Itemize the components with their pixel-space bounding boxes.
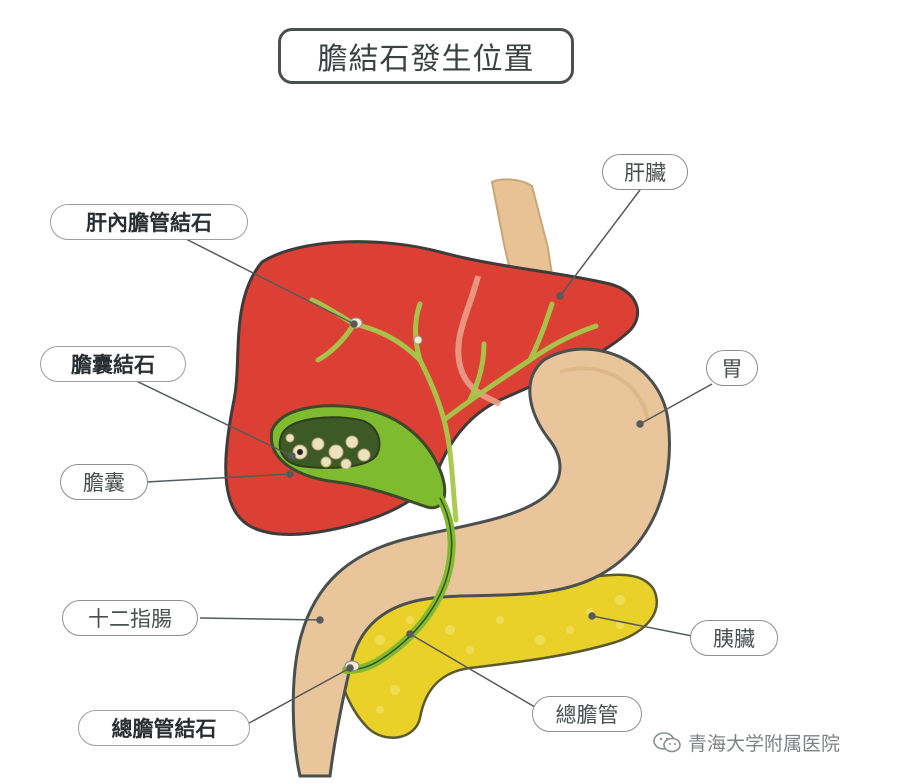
- label-stomach: 胃: [706, 350, 758, 386]
- watermark: 青海大学附属医院: [652, 726, 840, 758]
- label-duodenum: 十二指腸: [62, 600, 198, 636]
- label-gallbladder-stones: 膽囊結石: [40, 346, 186, 382]
- label-gallbladder: 膽囊: [60, 464, 148, 500]
- page-title: 膽結石發生位置: [278, 28, 574, 84]
- label-liver: 肝臟: [602, 154, 688, 190]
- wechat-icon: [653, 732, 681, 753]
- stomach-shading: [559, 366, 650, 421]
- falciform-ligament: [455, 275, 502, 407]
- watermark-text: 青海大学附属医院: [688, 732, 841, 755]
- stomach-shape: [291, 347, 671, 778]
- intrahepatic-stone-2: [413, 335, 423, 345]
- leader-lines: [129, 189, 713, 729]
- pancreas-texture: [375, 595, 625, 714]
- label-pancreas: 胰臟: [690, 620, 778, 656]
- gallbladder-dark-stone: [297, 449, 303, 455]
- label-common-bile-duct: 總膽管: [532, 696, 642, 732]
- label-common-duct-stone: 總膽管結石: [78, 710, 250, 746]
- label-intrahepatic-stones: 肝內膽管結石: [50, 204, 248, 240]
- common-bile-duct-outline: [345, 497, 453, 671]
